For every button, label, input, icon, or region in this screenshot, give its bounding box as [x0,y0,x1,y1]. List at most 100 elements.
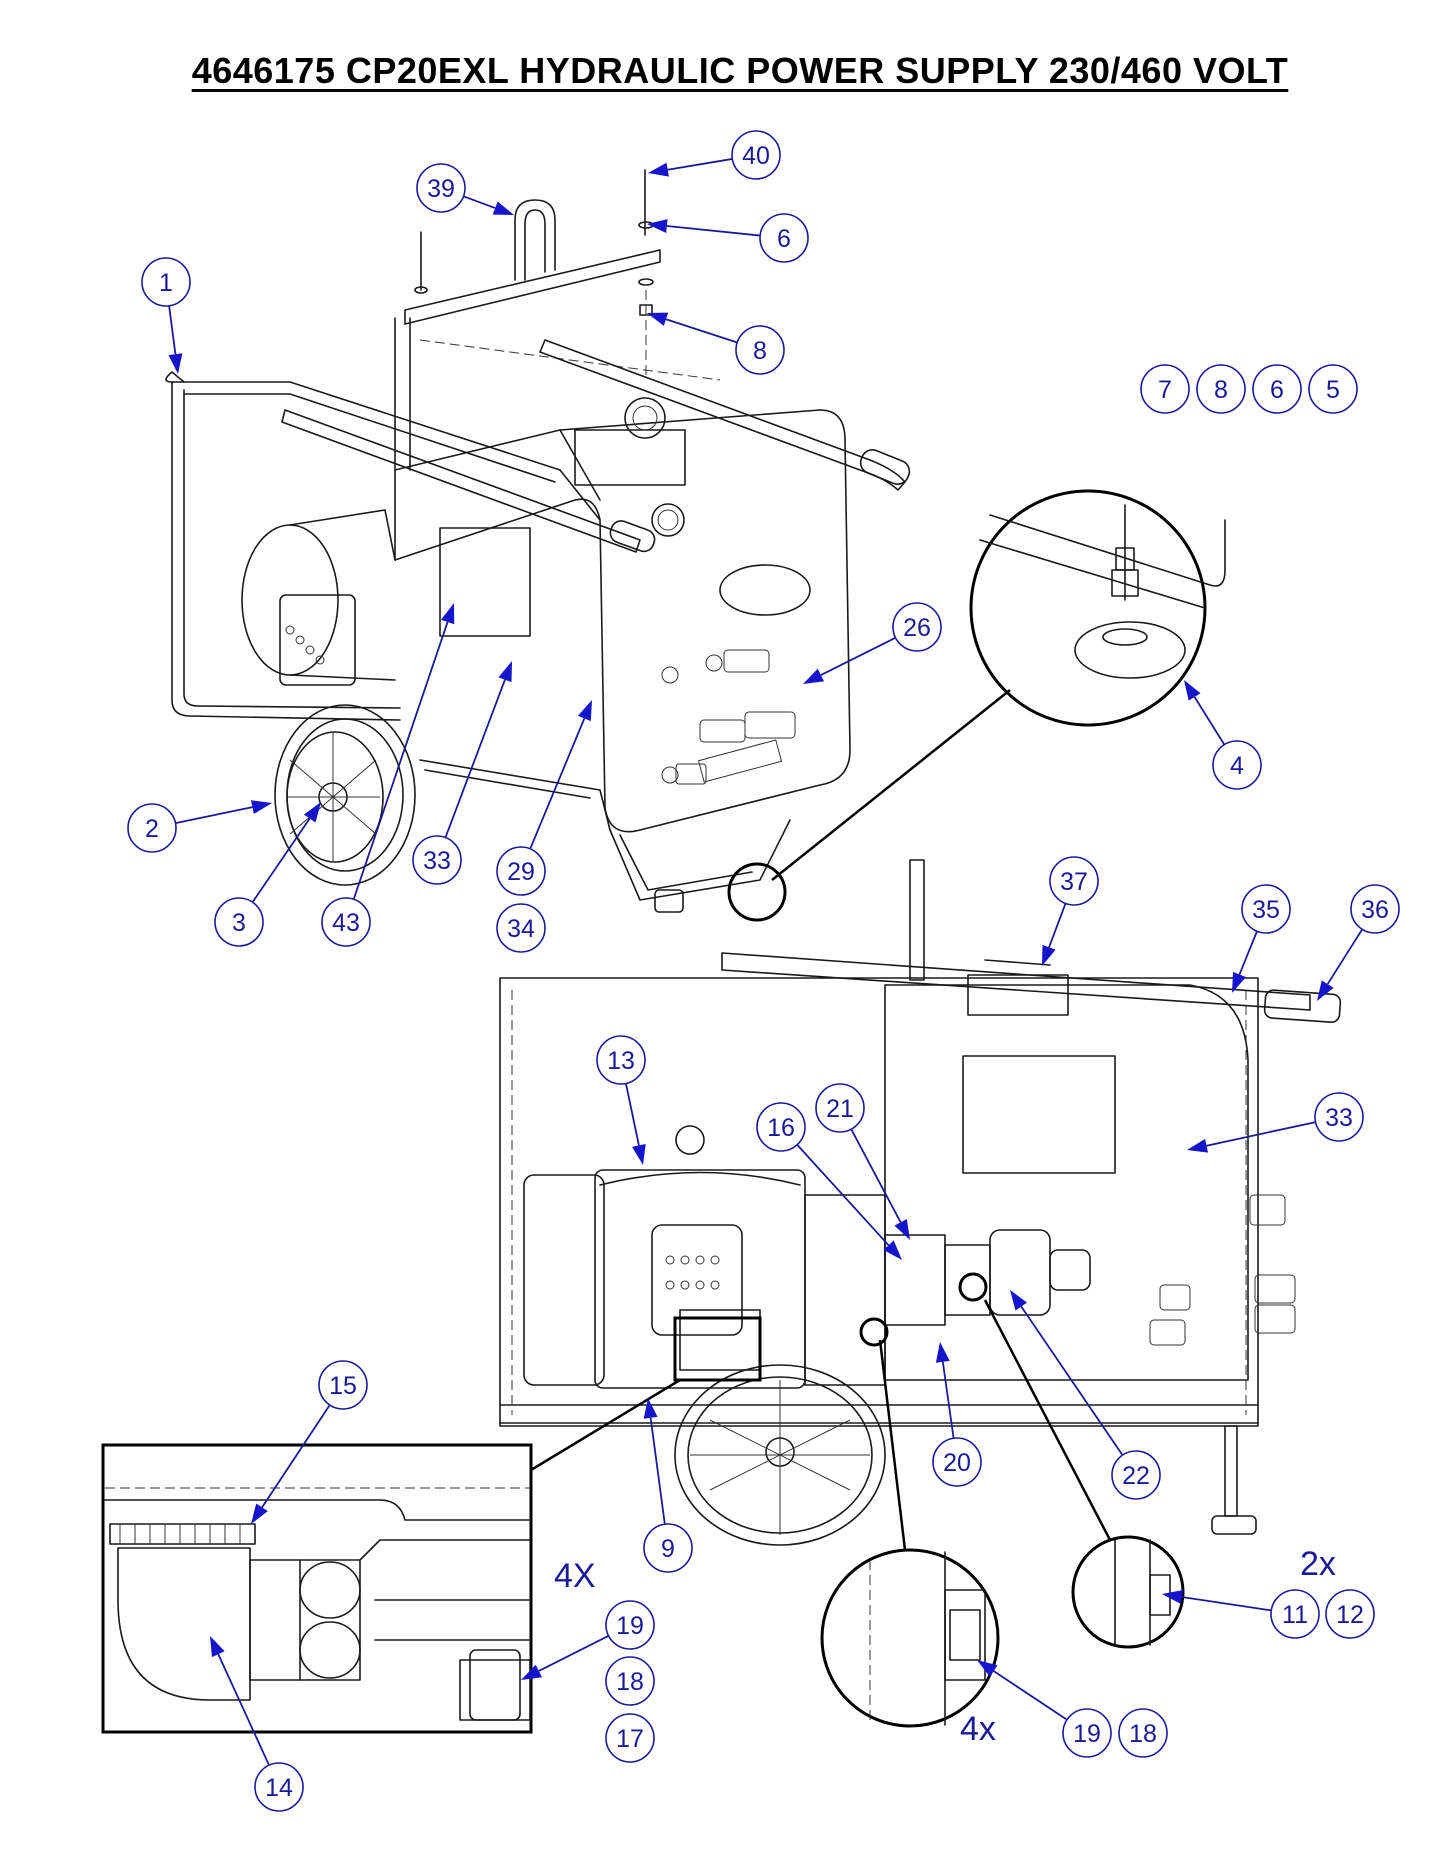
callout-circle [1118,1708,1168,1758]
callout-number: 40 [742,142,770,170]
callout-circle [496,903,546,953]
callout-number: 16 [767,1114,795,1142]
callout-15: 15 [318,1360,368,1410]
callout-4: 4 [1212,740,1262,790]
callout-17: 17 [605,1713,655,1763]
callout-12: 12 [1325,1589,1375,1639]
callout-33: 33 [1314,1092,1364,1142]
leader-15 [261,1404,331,1508]
callout-circle [1314,1092,1364,1142]
callout-6: 6 [759,213,809,263]
leader-8 [665,318,738,344]
leader-33 [444,679,506,838]
arrowhead-13 [632,1143,646,1165]
callout-circle [412,835,462,885]
leader-29 [529,718,586,850]
leader-35 [1238,930,1258,975]
callout-number: 19 [1073,1720,1101,1748]
callout-26: 26 [892,602,942,652]
callout-35: 35 [1241,884,1291,934]
callout-number: 36 [1361,896,1389,924]
callout-18: 18 [605,1656,655,1706]
callout-circle [1308,364,1358,414]
callout-number: 26 [903,614,931,642]
callout-circle [321,897,371,947]
callout-circle [1140,364,1190,414]
callout-number: 6 [1270,376,1284,404]
callout-circle [643,1523,693,1573]
page-title: 4646175 CP20EXL HYDRAULIC POWER SUPPLY 2… [191,50,1289,91]
callout-39: 39 [416,163,466,213]
callout-number: 7 [1158,376,1172,404]
arrowhead-16 [883,1240,902,1260]
callout-5: 5 [1308,364,1358,414]
callout-circle [254,1762,304,1812]
leader-39 [463,195,496,209]
callout-circle [1325,1589,1375,1639]
callout-20: 20 [932,1437,982,1487]
callout-33: 33 [412,835,462,885]
quantity-note: 2x [1300,1545,1336,1583]
callout-circle [1049,856,1099,906]
callout-number: 4 [1230,752,1244,780]
arrowhead-15 [251,1503,268,1524]
arrowhead-21 [894,1219,910,1240]
callout-number: 39 [427,175,455,203]
callout-circle [605,1600,655,1650]
callout-circle [1111,1450,1161,1500]
callout-18: 18 [1118,1708,1168,1758]
callout-16: 16 [756,1102,806,1152]
arrowhead-4 [1184,680,1201,701]
arrowhead-6 [647,219,668,233]
arrowhead-11 [1162,1590,1183,1604]
leader-9 [649,1417,666,1525]
callout-40: 40 [731,130,781,180]
arrowhead-43 [440,603,455,625]
callout-number: 14 [265,1774,293,1802]
callout-number: 37 [1060,868,1088,896]
callout-36: 36 [1350,884,1400,934]
arrowhead-33 [498,661,512,683]
callout-number: 22 [1122,1462,1150,1490]
callout-number: 33 [1325,1104,1353,1132]
arrowhead-9 [643,1398,658,1419]
callout-number: 8 [1214,376,1228,404]
leader-26 [820,636,896,676]
callout-19: 19 [1062,1708,1112,1758]
callout-6: 6 [1252,364,1302,414]
callout-circle [1270,1589,1320,1639]
arrowhead-29 [577,700,592,722]
leader-19 [993,1670,1068,1721]
arrowhead-14 [210,1636,225,1658]
callout-circle [127,803,177,853]
callout-circle [1350,884,1400,934]
callout-number: 11 [1282,1601,1308,1629]
leader-3 [251,818,311,903]
callout-number: 5 [1326,376,1340,404]
callout-43: 43 [321,897,371,947]
callout-number: 13 [607,1047,635,1075]
callout-circle [756,1102,806,1152]
callout-number: 18 [1129,1720,1157,1748]
callout-number: 3 [232,909,246,937]
callout-8: 8 [735,325,785,375]
leader-37 [1048,903,1067,948]
leader-16 [796,1144,890,1246]
callout-circle [1252,364,1302,414]
callout-circle [1241,884,1291,934]
callout-22: 22 [1111,1450,1161,1500]
callout-number: 2 [145,815,159,843]
callout-number: 12 [1336,1601,1364,1629]
arrowhead-19 [977,1660,998,1677]
callout-number: 18 [616,1668,644,1696]
leader-22 [1020,1306,1124,1456]
callout-2: 2 [127,803,177,853]
callout-19: 19 [605,1600,655,1650]
callout-21: 21 [815,1083,865,1133]
callout-number: 29 [507,858,535,886]
callout-circle [932,1437,982,1487]
arrowhead-39 [492,201,514,215]
